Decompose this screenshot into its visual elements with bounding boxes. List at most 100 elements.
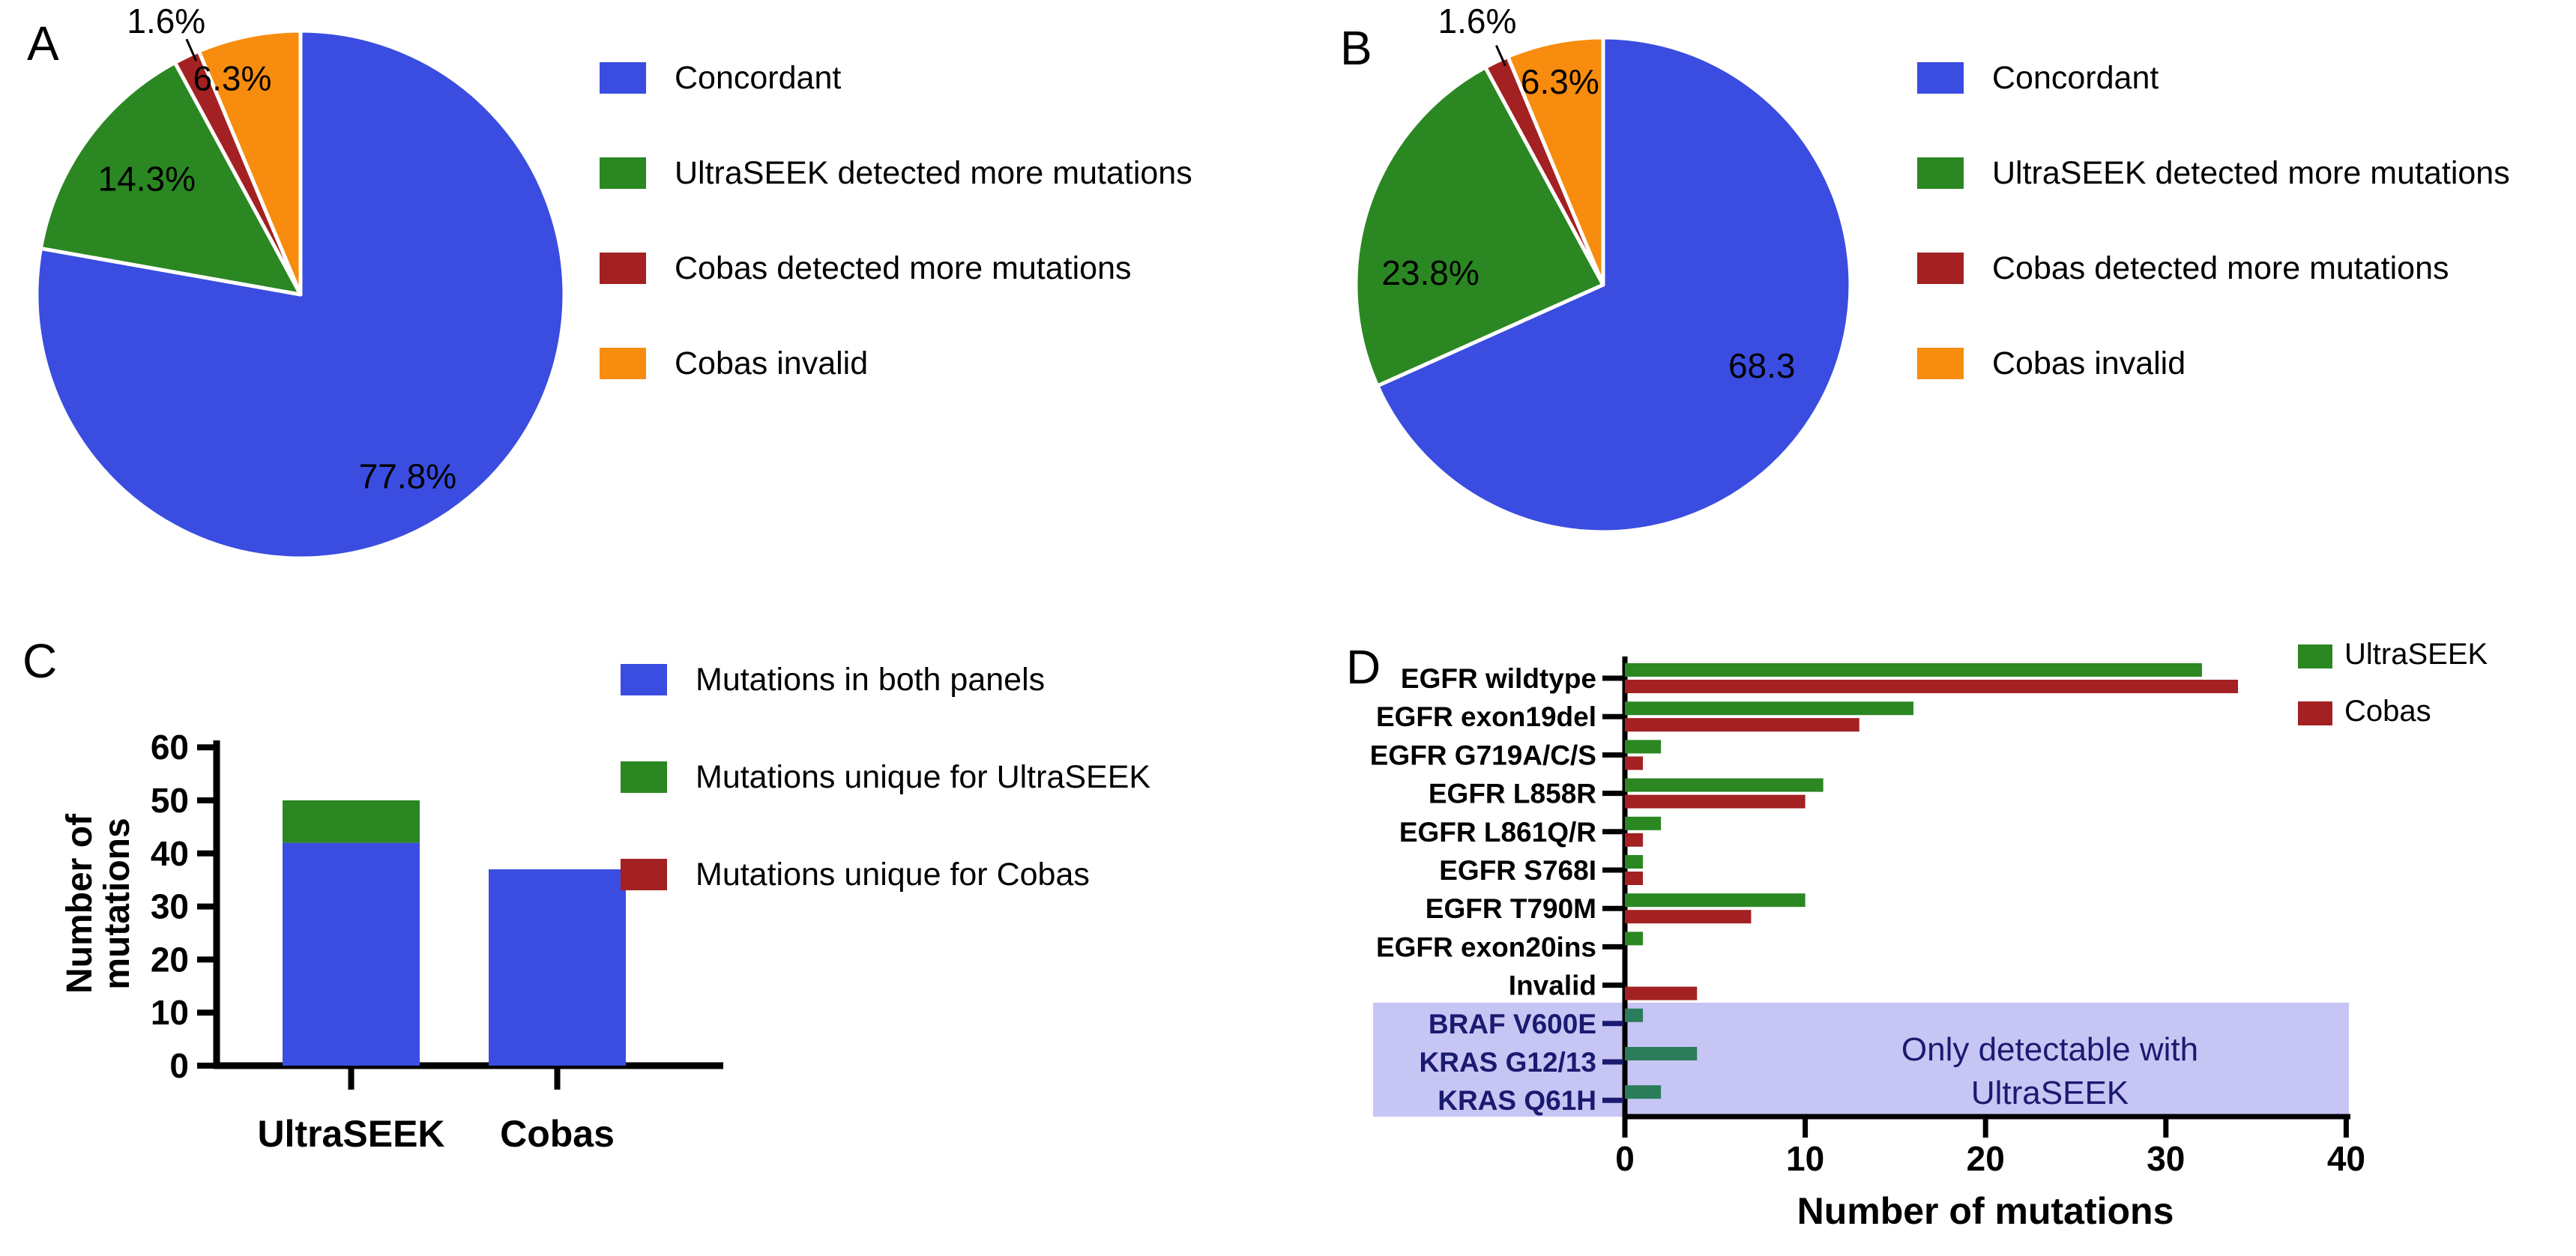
d-bar-ultraseek (1625, 893, 1806, 908)
d-category-label: EGFR exon20ins (1376, 932, 1596, 962)
pie-slice-4 (1506, 35, 1605, 287)
c-y-tick-label: 0 (169, 1046, 189, 1085)
d-category-label: KRAS Q61H (1438, 1085, 1596, 1116)
legend-label: Concordant (1992, 59, 2159, 96)
pie-slice-4 (196, 28, 303, 297)
d-category-label: Invalid (1509, 970, 1596, 1001)
legend-swatch (600, 348, 646, 379)
legend-label: Cobas detected more mutations (1992, 250, 2449, 286)
pie-slice-percentage: 1.6% (127, 1, 205, 40)
d-legend-label: Cobas (2344, 695, 2431, 728)
d-bar-ultraseek (1625, 1008, 1644, 1022)
c-bar-segment (283, 800, 420, 843)
pie-slice-1 (1375, 35, 1853, 534)
c-y-tick-label: 30 (151, 887, 189, 926)
d-bar-ultraseek (1625, 740, 1662, 754)
c-bar-segment (489, 869, 626, 1066)
legend-label: UltraSEEK detected more mutations (1992, 154, 2510, 191)
legend-label: Mutations unique for UltraSEEK (696, 758, 1151, 795)
legend-swatch (1917, 253, 1964, 284)
d-annotation-line2: UltraSEEK (1971, 1075, 2129, 1111)
pie-slice-percentage: 77.8% (359, 457, 456, 496)
d-bar-cobas (1625, 680, 2239, 693)
legend-label: Mutations unique for Cobas (696, 856, 1090, 893)
d-bar-ultraseek (1625, 701, 1913, 716)
d-bar-ultraseek (1625, 816, 1662, 830)
legend-swatch (1917, 62, 1964, 94)
d-bar-ultraseek (1625, 1047, 1698, 1060)
legend-item: Cobas invalid (600, 345, 1192, 381)
d-bar-ultraseek (1625, 932, 1644, 946)
c-category-label: UltraSEEK (257, 1113, 444, 1155)
panel-a-pie-chart: 77.8%14.3%1.6%6.3% (34, 1, 567, 561)
d-category-label: EGFR T790M (1426, 893, 1596, 924)
d-bar-ultraseek (1625, 663, 2202, 677)
d-bar-cobas (1625, 872, 1644, 885)
d-bar-ultraseek (1625, 855, 1644, 869)
d-bar-cobas (1625, 986, 1698, 1000)
d-category-label: KRAS G12/13 (1420, 1047, 1597, 1078)
legend-item: Cobas detected more mutations (1917, 250, 2510, 286)
c-y-tick-label: 10 (151, 993, 189, 1032)
pie-slice-1 (34, 28, 567, 561)
legend-swatch (600, 253, 646, 284)
d-bar-cobas (1625, 910, 1752, 924)
c-y-axis-title-line2: mutations (97, 818, 137, 989)
panel-a-letter: A (27, 16, 59, 70)
d-category-label: EGFR G719A/C/S (1370, 740, 1596, 770)
panel-b-pie-chart: 68.323.8%1.6%6.3% (1354, 1, 1853, 534)
d-x-tick-label: 0 (1615, 1139, 1635, 1178)
d-bar-cobas (1625, 718, 1859, 732)
legend-item: Concordant (600, 59, 1192, 96)
panel-d-letter: D (1346, 640, 1381, 694)
d-category-label: EGFR exon19del (1376, 701, 1596, 732)
d-bar-cobas (1625, 756, 1644, 770)
legend-label: Cobas detected more mutations (675, 250, 1132, 286)
d-bar-cobas (1625, 833, 1644, 847)
d-legend-label: UltraSEEK (2344, 638, 2488, 671)
d-x-tick-label: 40 (2327, 1139, 2365, 1178)
c-y-tick-label: 20 (151, 940, 189, 979)
d-bar-ultraseek (1625, 778, 1824, 792)
d-category-label: EGFR L861Q/R (1399, 817, 1596, 848)
legend-label: Mutations in both panels (696, 661, 1046, 698)
pie-slice-percentage: 68.3 (1728, 346, 1796, 385)
legend-label: Cobas invalid (1992, 345, 2186, 381)
pie-slice-percentage: 6.3% (1521, 62, 1599, 101)
legend-item: UltraSEEK detected more mutations (1917, 154, 2510, 191)
legend-item: Mutations in both panels (621, 661, 1150, 698)
pie-slice-percentage: 14.3% (98, 159, 196, 198)
pie-label-leader-line (1495, 44, 1506, 67)
d-legend-swatch (2298, 644, 2332, 668)
legend-swatch (621, 859, 667, 890)
panel-c-letter: C (22, 634, 58, 688)
legend-item: Concordant (1917, 59, 2510, 96)
d-category-label: EGFR S768I (1439, 855, 1596, 886)
c-y-axis-title-line1: Number of (60, 813, 100, 994)
legend-swatch (621, 664, 667, 695)
d-category-label: EGFR L858R (1429, 779, 1596, 809)
d-bar-ultraseek (1625, 1085, 1662, 1099)
d-highlight-box (1373, 1003, 2349, 1117)
legend-swatch (1917, 348, 1964, 379)
c-bar-segment (283, 842, 420, 1066)
legend-item: Mutations unique for Cobas (621, 856, 1150, 893)
legend-label: UltraSEEK detected more mutations (675, 154, 1192, 191)
c-category-label: Cobas (500, 1113, 615, 1155)
pie-slice-2 (38, 61, 303, 297)
pie-label-leader-line (185, 38, 198, 61)
legend-label: Concordant (675, 59, 842, 96)
d-category-label: BRAF V600E (1429, 1009, 1596, 1039)
legend-item: UltraSEEK detected more mutations (600, 154, 1192, 191)
d-annotation-line1: Only detectable with (1901, 1031, 2198, 1068)
d-x-tick-label: 20 (1967, 1139, 2005, 1178)
c-y-tick-label: 40 (151, 834, 189, 873)
legend-swatch (1917, 157, 1964, 189)
panel-b-letter: B (1340, 21, 1372, 75)
pie-slice-percentage: 23.8% (1381, 253, 1479, 292)
legend-item: Cobas invalid (1917, 345, 2510, 381)
